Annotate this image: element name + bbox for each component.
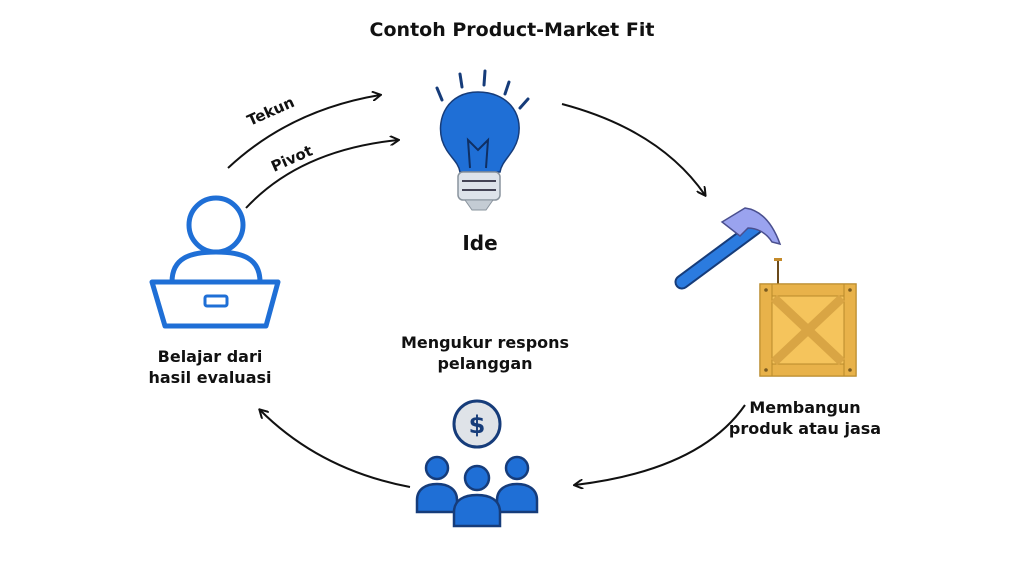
crate-icon (759, 258, 857, 377)
lightbulb-icon (435, 69, 530, 211)
arrow-persevere (227, 95, 380, 169)
diagram-title: Contoh Product-Market Fit (369, 19, 655, 41)
node-label-learn: Belajar dari hasil evaluasi (148, 347, 272, 387)
node-label-build: Membangun produk atau jasa (728, 398, 882, 438)
node-label-idea: Ide (462, 231, 498, 255)
arrow-label-pivot: Pivot (268, 142, 315, 176)
hammer-icon (674, 207, 782, 290)
person-laptop-icon (149, 195, 281, 329)
arrow-build-to-measure (575, 404, 746, 485)
node-label-measure: Mengukur respons pelanggan (400, 333, 570, 373)
arrow-measure-to-learn (260, 410, 411, 488)
arrow-pivot (245, 140, 398, 209)
svg-text:$: $ (469, 411, 486, 439)
customers-dollar-icon: $ (415, 399, 539, 528)
arrow-idea-to-build (561, 103, 705, 195)
